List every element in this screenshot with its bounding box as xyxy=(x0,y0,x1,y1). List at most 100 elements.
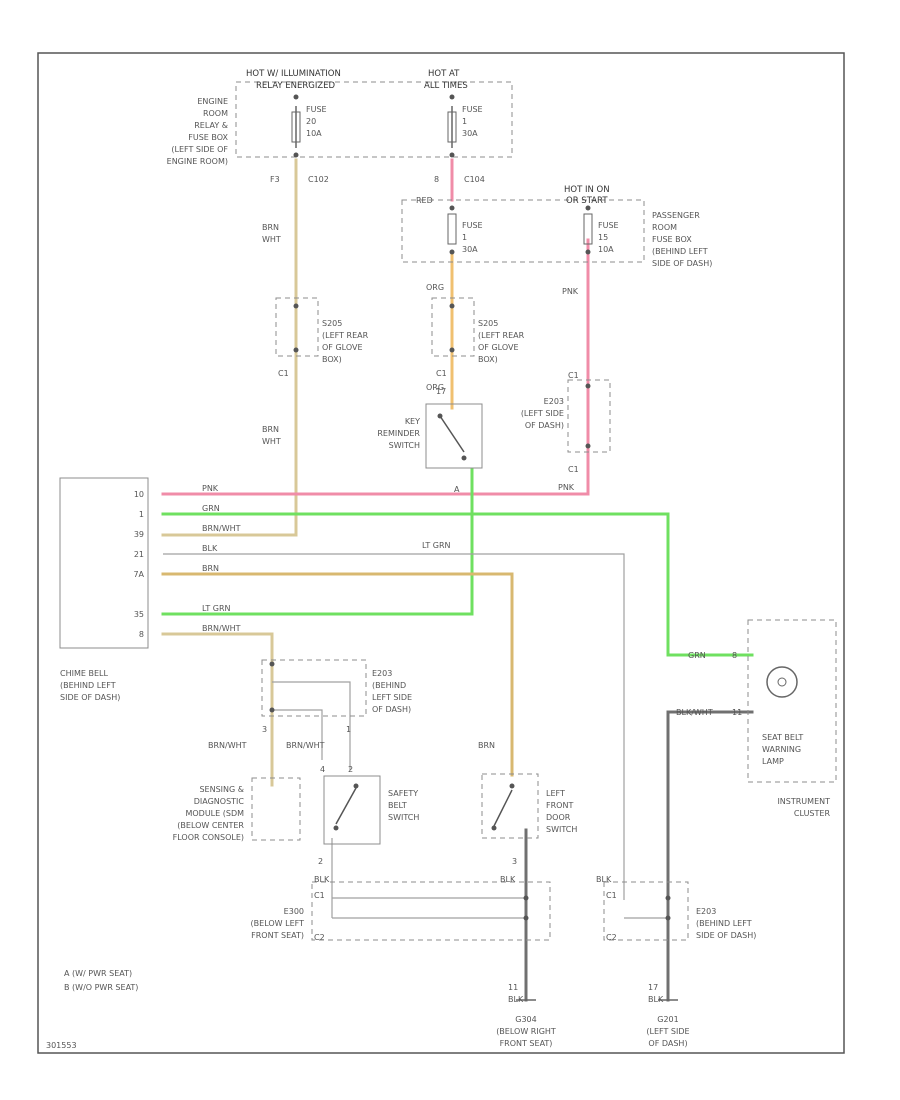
wire-label-brnwht-chime: BRN/WHT xyxy=(202,624,241,633)
fuse-20-label: FUSE 20 10A xyxy=(306,105,327,138)
svg-text:LEFT SIDE: LEFT SIDE xyxy=(372,693,412,702)
wire-e203-inner xyxy=(272,681,351,770)
instrument-cluster-box xyxy=(747,619,837,783)
svg-text:E203: E203 xyxy=(372,669,392,678)
safety-belt-switch-box xyxy=(323,775,381,845)
connector-nodes xyxy=(269,94,671,921)
svg-text:SIDE OF DASH): SIDE OF DASH) xyxy=(652,259,712,268)
e300-label: E300 (BELOW LEFT FRONT SEAT) xyxy=(251,907,305,940)
conn-cluster-11: 11 xyxy=(732,708,742,717)
conn-g-11: 11 xyxy=(508,983,518,992)
svg-text:(BEHIND LEFT: (BEHIND LEFT xyxy=(696,919,752,928)
svg-text:(BELOW CENTER: (BELOW CENTER xyxy=(177,821,244,830)
svg-text:10A: 10A xyxy=(306,129,322,138)
splice-e203-right-label: E203 (LEFT SIDE OF DASH) xyxy=(521,397,564,430)
svg-text:LAMP: LAMP xyxy=(762,757,784,766)
conn-e200-c2: C2 xyxy=(606,933,617,942)
switch-icon xyxy=(333,783,359,831)
svg-text:SIDE OF DASH): SIDE OF DASH) xyxy=(60,693,120,702)
svg-text:KEY: KEY xyxy=(405,417,420,426)
passenger-fuse-box xyxy=(401,199,645,263)
wire-label-brn-wht-4: WHT xyxy=(262,437,281,446)
svg-text:INSTRUMENT: INSTRUMENT xyxy=(777,797,830,806)
splice-s205-mid-label: S205 (LEFT REAR OF GLOVE BOX) xyxy=(478,319,525,364)
chime-label: CHIME BELL (BEHIND LEFT SIDE OF DASH) xyxy=(60,669,120,702)
label-hot-run-1: HOT IN ON xyxy=(564,185,610,195)
wire-label-pnk-2: PNK xyxy=(558,483,575,492)
wire-grn xyxy=(161,512,754,657)
svg-text:SEAT BELT: SEAT BELT xyxy=(762,733,803,742)
svg-text:FUSE: FUSE xyxy=(306,105,327,114)
figure-code: 301553 xyxy=(46,1041,77,1050)
wire-belt xyxy=(272,709,323,760)
svg-text:ROOM: ROOM xyxy=(652,223,677,232)
wire-label-ltgrn-top: LT GRN xyxy=(422,541,451,550)
label-hot-illum-2: RELAY ENERGIZED xyxy=(256,81,336,91)
fuse-15-label: FUSE 15 10A xyxy=(598,221,619,254)
sdm-label: SENSING & DIAGNOSTIC MODULE (SDM (BELOW … xyxy=(173,785,245,842)
fuse-icon xyxy=(447,106,457,148)
svg-text:E203: E203 xyxy=(696,907,716,916)
svg-text:CLUSTER: CLUSTER xyxy=(794,809,831,818)
svg-text:DIAGNOSTIC: DIAGNOSTIC xyxy=(194,797,245,806)
e300-box xyxy=(311,881,551,941)
key-reminder-label: KEY REMINDER SWITCH xyxy=(377,417,420,450)
svg-text:FUSE: FUSE xyxy=(598,221,619,230)
svg-text:1: 1 xyxy=(139,510,144,519)
wire-label-brn-wht-3: BRN xyxy=(262,425,279,434)
conn-e200-c1: C1 xyxy=(606,891,617,900)
wire-blk-cluster xyxy=(666,710,754,1002)
splice-e203-right xyxy=(567,379,611,453)
legend-a: A (W/ PWR SEAT) xyxy=(64,969,132,978)
wire-label-pnk: PNK xyxy=(562,287,579,296)
svg-text:39: 39 xyxy=(134,530,144,539)
wire-pnk xyxy=(161,238,590,496)
svg-text:BOX): BOX) xyxy=(322,355,342,364)
door-switch-box xyxy=(481,773,539,839)
svg-text:SAFETY: SAFETY xyxy=(388,789,418,798)
g304-label: G304 (BELOW RIGHT FRONT SEAT) xyxy=(496,1015,556,1048)
wire-label-brn-door: BRN xyxy=(478,741,495,750)
svg-text:10: 10 xyxy=(134,490,144,499)
svg-text:21: 21 xyxy=(134,550,144,559)
wire-label-brn-wht-2: WHT xyxy=(262,235,281,244)
fuse-icon xyxy=(447,213,457,245)
svg-text:S205: S205 xyxy=(322,319,342,328)
wire-label-org-1: ORG xyxy=(426,283,444,292)
svg-text:ENGINE ROOM): ENGINE ROOM) xyxy=(167,157,228,166)
conn-cluster-8: 8 xyxy=(732,651,737,660)
svg-text:OF DASH): OF DASH) xyxy=(648,1039,687,1048)
svg-text:E203: E203 xyxy=(544,397,564,406)
svg-text:20: 20 xyxy=(306,117,316,126)
conn-c102: C102 xyxy=(308,175,329,184)
svg-text:RELAY &: RELAY & xyxy=(194,121,228,130)
svg-text:(BEHIND LEFT: (BEHIND LEFT xyxy=(60,681,116,690)
svg-text:REMINDER: REMINDER xyxy=(377,429,420,438)
wire-label-blk-1: BLK xyxy=(314,875,330,884)
conn-8: 8 xyxy=(434,175,439,184)
conn-c2-key: 17 xyxy=(436,387,446,396)
conn-sb-bot: 2 xyxy=(318,857,323,866)
conn-red: RED xyxy=(416,196,433,205)
cluster-label: INSTRUMENT CLUSTER xyxy=(777,797,830,818)
wire-label-blk-cluster: BLK/WHT xyxy=(676,708,713,717)
wire-brn-e203 xyxy=(161,632,274,787)
wire-label-blk-5: BLK xyxy=(648,995,664,1004)
svg-text:(LEFT SIDE OF: (LEFT SIDE OF xyxy=(171,145,228,154)
svg-text:SIDE OF DASH): SIDE OF DASH) xyxy=(696,931,756,940)
door-switch-label: LEFT FRONT DOOR SWITCH xyxy=(546,789,577,834)
conn-sb-pin2: 2 xyxy=(348,765,353,774)
svg-text:WARNING: WARNING xyxy=(762,745,801,754)
label-hot-all-2: ALL TIMES xyxy=(424,81,468,91)
svg-text:8: 8 xyxy=(139,630,144,639)
conn-a: A xyxy=(454,485,460,494)
svg-text:SWITCH: SWITCH xyxy=(388,813,419,822)
switch-icon xyxy=(437,413,467,461)
lamp-label: SEAT BELT WARNING LAMP xyxy=(762,733,803,766)
svg-text:OF GLOVE: OF GLOVE xyxy=(478,343,519,352)
conn-f3: F3 xyxy=(270,175,280,184)
svg-text:1: 1 xyxy=(462,233,467,242)
svg-text:(LEFT SIDE: (LEFT SIDE xyxy=(521,409,564,418)
diagram-frame xyxy=(37,52,845,1054)
